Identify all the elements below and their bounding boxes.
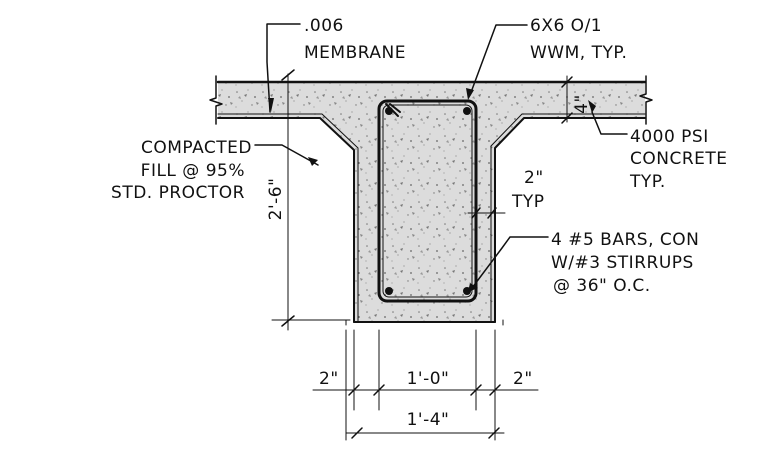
cover-note-line1: 2" bbox=[524, 168, 544, 188]
concrete-section bbox=[209, 75, 653, 326]
fill-note-line2: FILL @ 95% bbox=[141, 161, 245, 181]
fill-note-line3: STD. PROCTOR bbox=[111, 183, 245, 203]
bars-note-line3: @ 36" O.C. bbox=[553, 276, 651, 296]
rebar-bar-tr bbox=[463, 107, 471, 115]
membrane-note-line2: MEMBRANE bbox=[304, 43, 406, 63]
slab-thickness-dim: 4" bbox=[572, 94, 592, 114]
bars-note-line2: W/#3 STIRRUPS bbox=[551, 253, 694, 273]
leader-lines bbox=[254, 23, 628, 292]
beam-width-dim: 1'-4" bbox=[407, 410, 450, 430]
bars-note-line1: 4 #5 BARS, CON bbox=[551, 230, 699, 250]
concrete-note-line1: 4000 PSI bbox=[630, 127, 709, 147]
wwm-note-line2: WWM, TYP. bbox=[530, 43, 627, 63]
concrete-note-line3: TYP. bbox=[629, 172, 666, 192]
wwm-note-line1: 6X6 O/1 bbox=[530, 16, 602, 36]
total-depth-dim: 2'-6" bbox=[266, 178, 286, 221]
concrete-note-line2: CONCRETE bbox=[630, 149, 728, 169]
right-cover-dim: 2" bbox=[513, 369, 533, 389]
fill-note-line1: COMPACTED bbox=[141, 138, 252, 158]
dimension-lines bbox=[271, 69, 574, 441]
rebar-bar-tl bbox=[385, 107, 393, 115]
membrane-note-line1: .006 bbox=[304, 16, 344, 36]
left-cover-dim: 2" bbox=[319, 369, 339, 389]
annotations: .006 MEMBRANE 6X6 O/1 WWM, TYP. COMPACTE… bbox=[111, 16, 728, 296]
core-width-dim: 1'-0" bbox=[407, 369, 450, 389]
rebar-bar-bl bbox=[385, 287, 393, 295]
cover-note-line2: TYP bbox=[511, 192, 545, 212]
dimension-labels: 4" 2'-6" 2" 1'-0" 2" 1'-4" bbox=[266, 94, 592, 430]
